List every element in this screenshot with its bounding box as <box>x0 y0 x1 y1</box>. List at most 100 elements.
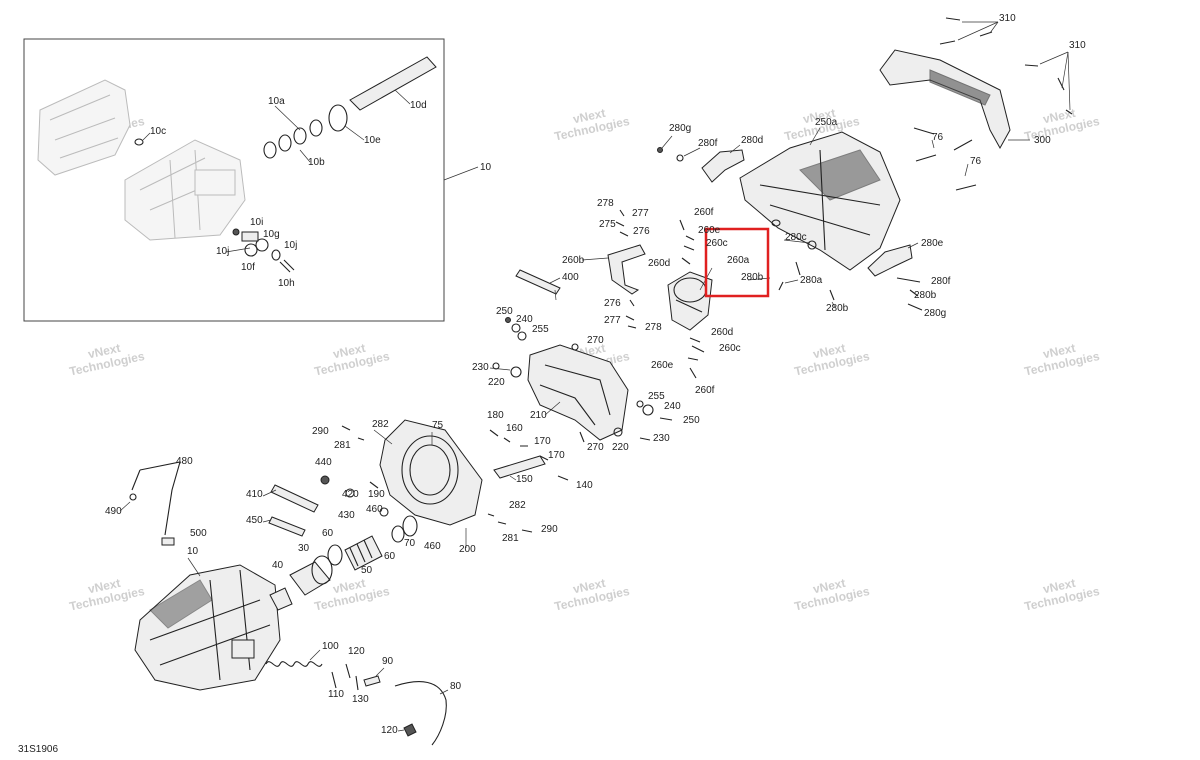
callout-label-460b: 460 <box>424 541 441 552</box>
callout-label-70: 70 <box>404 538 416 549</box>
callout-label-170a: 170 <box>534 436 551 447</box>
callout-label-60b: 60 <box>384 551 396 562</box>
callout-label-240b: 240 <box>664 401 681 412</box>
main-housing-75 <box>379 419 483 526</box>
callout-label-10j2: 10j <box>216 246 229 257</box>
callout-label-30: 30 <box>298 543 310 554</box>
callout-label-50: 50 <box>361 565 373 576</box>
callout-label-270a: 270 <box>587 335 604 346</box>
watermark: vNextTechnologies <box>790 571 871 613</box>
callout-label-10-bottom: 10 <box>187 546 199 557</box>
callout-label-500: 500 <box>190 528 207 539</box>
callout-label-260c-a: 260c <box>706 238 728 249</box>
intake-duct-260a <box>667 271 713 331</box>
callout-label-275: 275 <box>599 219 616 230</box>
callout-label-278a: 278 <box>597 198 614 209</box>
callout-label-210: 210 <box>530 410 547 421</box>
callout-label-260a: 260a <box>727 255 750 266</box>
callout-label-76b: 76 <box>970 156 982 167</box>
callout-label-10j: 10j <box>284 240 297 251</box>
gearbox-assembly-10 <box>134 557 293 691</box>
callout-label-270b: 270 <box>587 442 604 453</box>
watermark: vNextTechnologies <box>790 336 871 378</box>
callout-label-10-top: 10 <box>480 162 492 173</box>
callout-label-40: 40 <box>272 560 284 571</box>
callout-labels: 10a10b10c10d10e1010i10g10j10j10f10h27827… <box>105 13 1086 736</box>
callout-label-230b: 230 <box>653 433 670 444</box>
callout-label-160: 160 <box>506 423 523 434</box>
callout-label-400: 400 <box>562 272 579 283</box>
callout-label-10a: 10a <box>268 96 285 107</box>
watermark: vNextTechnologies <box>65 336 146 378</box>
callout-label-10h: 10h <box>278 278 295 289</box>
callout-label-10c: 10c <box>150 126 166 137</box>
callout-label-170b: 170 <box>548 450 565 461</box>
bracket-300 <box>879 49 1030 150</box>
callout-label-10f: 10f <box>241 262 255 273</box>
callout-label-240a: 240 <box>516 314 533 325</box>
callout-label-76a: 76 <box>932 132 944 143</box>
watermark: vNextTechnologies <box>310 336 391 378</box>
callout-label-260c-b: 260c <box>719 343 741 354</box>
callout-label-277b: 277 <box>604 315 621 326</box>
callout-label-290a: 290 <box>312 426 329 437</box>
callout-label-230a: 230 <box>472 362 489 373</box>
callout-label-120a: 120 <box>348 646 365 657</box>
watermark: vNextTechnologies <box>1020 571 1101 613</box>
callout-label-120b: 120 <box>381 725 398 736</box>
callout-label-280b-a: 280b <box>741 272 764 283</box>
housing-frame-210 <box>527 344 629 441</box>
callout-label-260d-b: 260d <box>711 327 733 338</box>
callout-label-10e: 10e <box>364 135 381 146</box>
callout-label-490: 490 <box>105 506 122 517</box>
watermark: vNextTechnologies <box>65 571 146 613</box>
callout-label-277a: 277 <box>632 208 649 219</box>
callout-label-10i: 10i <box>250 217 263 228</box>
callout-label-460a: 460 <box>366 504 383 515</box>
callout-label-440: 440 <box>315 457 332 468</box>
callout-label-278b: 278 <box>645 322 662 333</box>
callout-label-80: 80 <box>450 681 462 692</box>
callout-label-10b: 10b <box>308 157 325 168</box>
callout-label-90: 90 <box>382 656 394 667</box>
callout-label-420: 420 <box>342 489 359 500</box>
watermark: vNextTechnologies <box>1020 336 1101 378</box>
callout-label-480: 480 <box>176 456 193 467</box>
callout-label-260f-b: 260f <box>695 385 715 396</box>
callout-label-290b: 290 <box>541 524 558 535</box>
callout-label-282b: 282 <box>509 500 526 511</box>
callout-label-75: 75 <box>432 420 444 431</box>
callout-label-281b: 281 <box>502 533 519 544</box>
callout-label-110: 110 <box>328 689 344 700</box>
callout-label-190: 190 <box>368 489 385 500</box>
callout-label-260e-a: 260e <box>698 225 721 236</box>
callout-label-300: 300 <box>1034 135 1051 146</box>
callout-label-260e-b: 260e <box>651 360 674 371</box>
callout-label-220a: 220 <box>488 377 505 388</box>
watermark: vNextTechnologies <box>1020 101 1101 143</box>
callout-label-140: 140 <box>576 480 593 491</box>
callout-label-310a: 310 <box>999 13 1016 24</box>
callout-label-280b-b: 280b <box>826 303 849 314</box>
callout-label-150: 150 <box>516 474 533 485</box>
callout-label-10d: 10d <box>410 100 427 111</box>
callout-label-310b: 310 <box>1069 40 1086 51</box>
callout-label-280b-c: 280b <box>914 290 937 301</box>
callout-label-60a: 60 <box>322 528 334 539</box>
diagram-code: 31S1906 <box>18 744 58 755</box>
inset-gearbox-housing-faded <box>37 79 246 241</box>
callout-label-260d-a: 260d <box>648 258 670 269</box>
callout-label-255a: 255 <box>532 324 549 335</box>
callout-label-280c: 280c <box>785 232 807 243</box>
callout-label-450: 450 <box>246 515 263 526</box>
callout-label-280g-b: 280g <box>924 308 946 319</box>
callout-label-250c: 250 <box>683 415 700 426</box>
callout-label-280f-a: 280f <box>698 138 718 149</box>
callout-label-255b: 255 <box>648 391 665 402</box>
callout-label-280d: 280d <box>741 135 763 146</box>
callout-label-250b: 250 <box>496 306 513 317</box>
rear-cover-250a <box>739 127 901 271</box>
highlight-box-260a <box>704 227 770 298</box>
callout-label-260f-a: 260f <box>694 207 714 218</box>
